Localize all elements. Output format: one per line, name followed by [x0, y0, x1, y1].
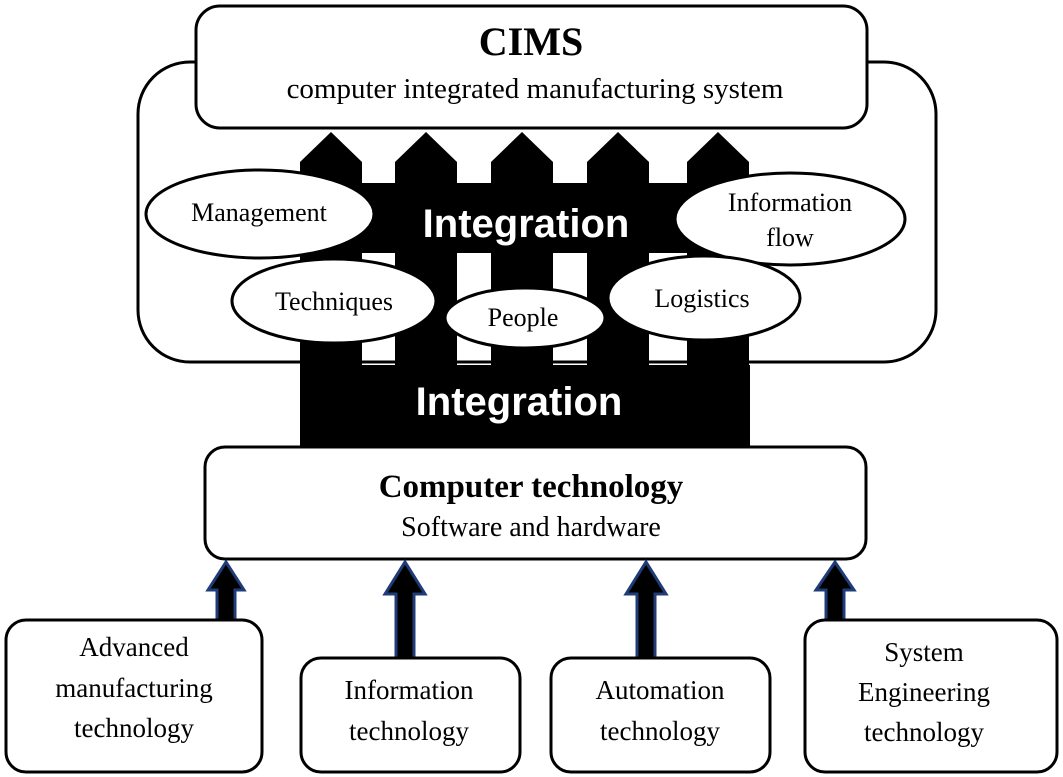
- integration-label-lower: Integration: [416, 380, 623, 424]
- arrow-information: [382, 559, 428, 660]
- system-line1: System: [884, 637, 964, 667]
- cims-box: CIMS computer integrated manufacturing s…: [194, 4, 869, 130]
- information-line1: Information: [345, 675, 474, 705]
- advanced-line2: manufacturing: [55, 673, 212, 703]
- automation-line2: technology: [600, 716, 720, 746]
- system-line2: Engineering: [858, 677, 990, 707]
- ellipse-management: Management: [144, 168, 376, 260]
- arrow-system: [813, 559, 857, 622]
- computer-technology-box: Computer technology Software and hardwar…: [203, 445, 868, 561]
- information-flow-line1: Information: [728, 188, 852, 217]
- box-system-engineering: System Engineering technology: [803, 618, 1059, 774]
- advanced-line3: technology: [74, 713, 194, 743]
- box-automation-technology: Automation technology: [549, 656, 772, 774]
- advanced-line1: Advanced: [79, 632, 189, 662]
- ellipse-techniques: Techniques: [230, 257, 438, 345]
- ellipse-information-flow: Information flow: [673, 171, 907, 267]
- information-flow-line2: flow: [766, 223, 814, 252]
- system-line3: technology: [864, 717, 984, 747]
- ellipse-logistics: Logistics: [606, 254, 802, 342]
- management-label: Management: [191, 198, 328, 227]
- automation-line1: Automation: [596, 675, 725, 705]
- cims-subtitle: computer integrated manufacturing system: [287, 73, 784, 105]
- cims-title: CIMS: [479, 19, 583, 64]
- box-information-technology: Information technology: [299, 656, 522, 774]
- integration-label-upper: Integration: [423, 202, 630, 246]
- arrow-automation: [623, 559, 669, 660]
- information-line2: technology: [349, 716, 469, 746]
- logistics-label: Logistics: [654, 284, 749, 313]
- box-advanced-manufacturing: Advanced manufacturing technology: [4, 618, 264, 774]
- ellipse-people: People: [443, 286, 607, 350]
- arrow-advanced: [205, 559, 247, 622]
- people-label: People: [488, 303, 559, 332]
- computer-subtitle: Software and hardware: [401, 512, 661, 543]
- integration-lower-band: [300, 365, 750, 447]
- techniques-label: Techniques: [275, 287, 393, 316]
- computer-title: Computer technology: [379, 469, 684, 505]
